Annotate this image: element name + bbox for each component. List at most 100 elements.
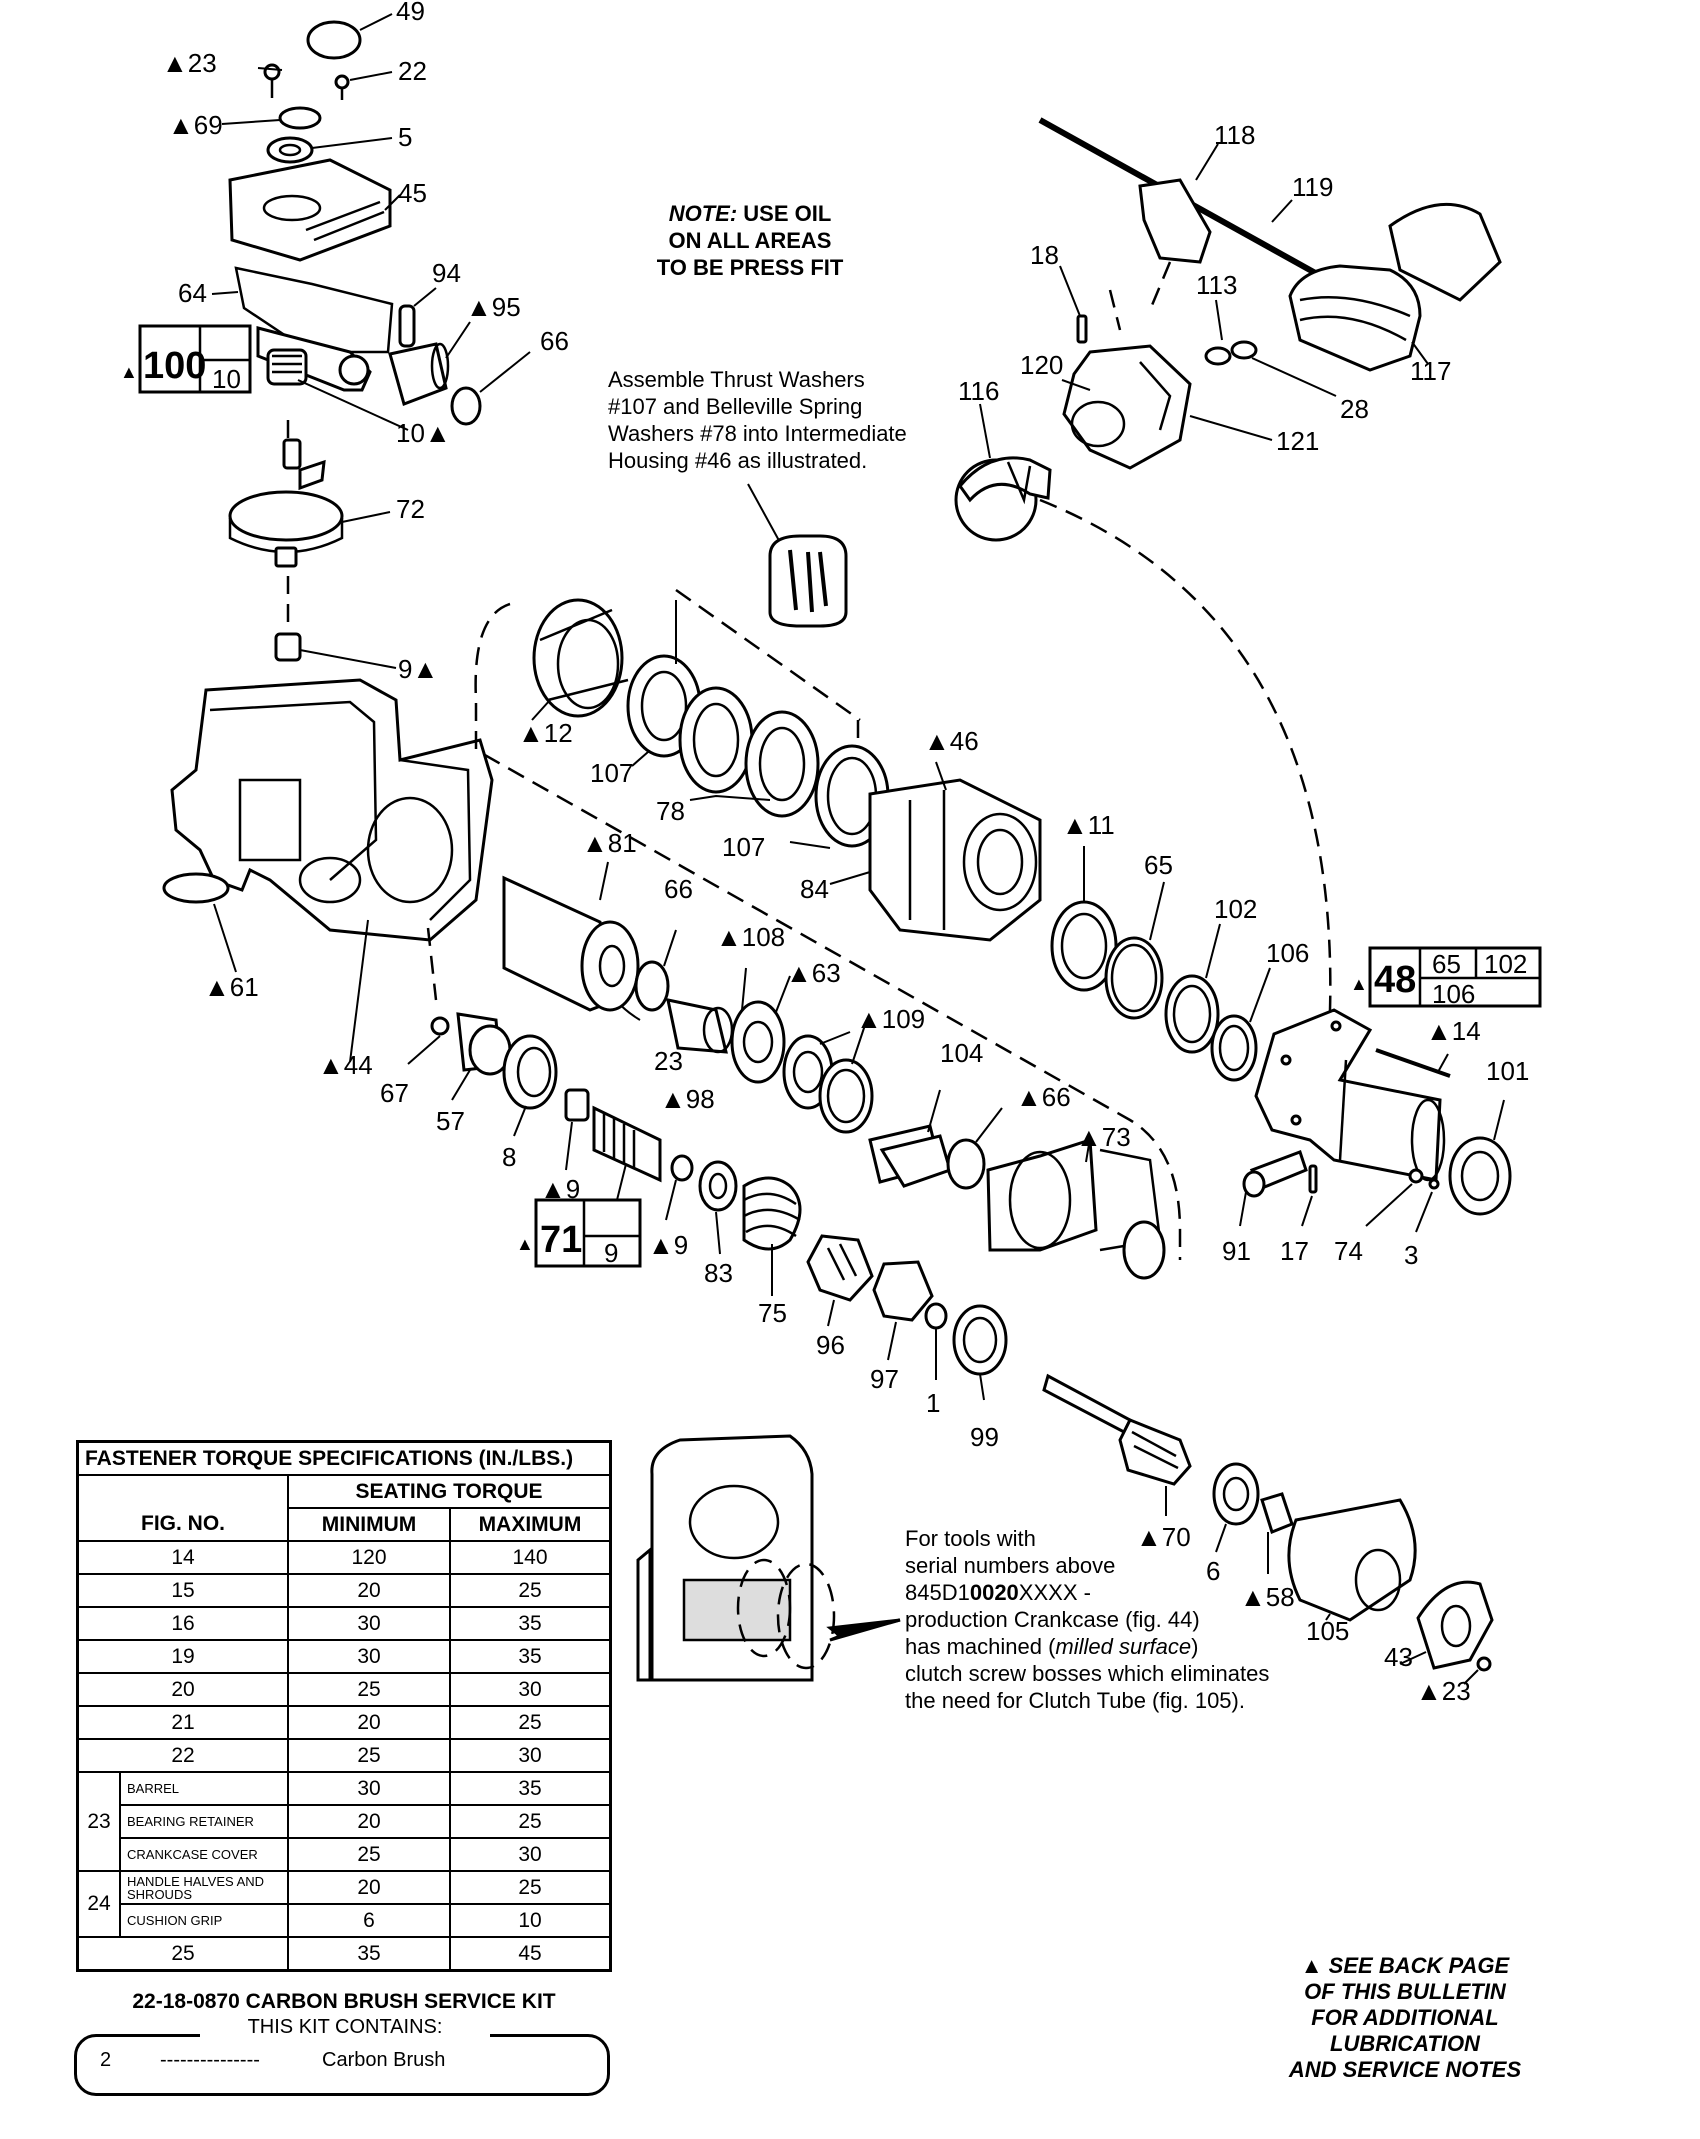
callout: 91: [1222, 1236, 1251, 1266]
col-maximum: MAXIMUM: [449, 1507, 612, 1542]
back-note-line: FOR ADDITIONAL: [1311, 2005, 1499, 2030]
serial-note-line: production Crankcase (fig. 44): [905, 1607, 1200, 1632]
callout: ▲11: [1062, 810, 1115, 840]
fastener-torque-table: FASTENER TORQUE SPECIFICATIONS (IN./LBS.…: [76, 1440, 612, 1972]
armature-group: [1042, 1373, 1494, 1685]
callout: 83: [704, 1258, 733, 1288]
callout: 8: [502, 1142, 516, 1172]
callout: ▲61: [204, 972, 259, 1002]
oil-note-em: NOTE:: [668, 201, 738, 226]
kit-box-71: ▲ 71 9: [516, 1198, 642, 1268]
callout: 119: [1292, 172, 1333, 202]
back-note-line: OF THIS BULLETIN: [1304, 1979, 1506, 2004]
kit-sub: 102: [1484, 949, 1527, 979]
oil-note: NOTE: USE OIL ON ALL AREAS TO BE PRESS F…: [600, 200, 900, 281]
svg-text:▲: ▲: [1350, 974, 1368, 994]
back-note-line: LUBRICATION: [1330, 2031, 1480, 2056]
callout: 96: [816, 1330, 845, 1360]
barrel-group: [502, 861, 1166, 1280]
callout: 104: [940, 1038, 983, 1068]
callout: 17: [1280, 1236, 1309, 1266]
callout: 10▲: [396, 418, 451, 448]
callout: 9▲: [398, 654, 438, 684]
callout: ▲108: [716, 922, 785, 952]
callout: 64: [178, 278, 207, 308]
service-kit-title: 22-18-0870 CARBON BRUSH SERVICE KIT: [132, 1990, 556, 2013]
lower-gear-group: [407, 1012, 1008, 1401]
callout: ▲73: [1076, 1122, 1131, 1152]
callout: ▲58: [1240, 1582, 1295, 1612]
callout: 117: [1410, 356, 1451, 386]
serial-number-note: For tools with serial numbers above 845D…: [905, 1525, 1305, 1714]
callout-labels: 49 ▲23 22 ▲69 5 45 64 94 ▲95 66 10▲ 72 9…: [162, 0, 1529, 1706]
kit-sub: 10: [212, 364, 241, 394]
serial-note-line: For tools with: [905, 1526, 1036, 1551]
thrust-washer-detail: [747, 483, 848, 628]
callout: ▲23: [162, 48, 217, 78]
callout: ▲46: [924, 726, 979, 756]
kit-dashes: ---------------: [160, 2049, 260, 2071]
callout: ▲9: [648, 1230, 688, 1260]
callout: 101: [1486, 1056, 1529, 1086]
serial-note-line: 845D10020XXXX -: [905, 1580, 1091, 1605]
callout: 57: [436, 1106, 465, 1136]
kit-number: 100: [143, 345, 206, 387]
callout: ▲23: [1416, 1676, 1471, 1706]
callout: 99: [970, 1422, 999, 1452]
callout: ▲81: [582, 828, 637, 858]
callout: 3: [1404, 1240, 1418, 1270]
callout: ▲14: [1426, 1016, 1481, 1046]
intermediate-group: [474, 588, 1271, 1260]
callout: 94: [432, 258, 461, 288]
kit-sub: 9: [604, 1238, 618, 1268]
callout: 102: [1214, 894, 1257, 924]
serial-note-line: the need for Clutch Tube (fig. 105).: [905, 1688, 1245, 1713]
back-page-note: ▲ SEE BACK PAGE OF THIS BULLETIN FOR ADD…: [1255, 1953, 1555, 2083]
thrust-note-line: Assemble Thrust Washers: [608, 367, 865, 392]
oil-note-l2: ON ALL AREAS: [668, 228, 832, 253]
callout: ▲109: [856, 1004, 925, 1034]
callout: 43: [1384, 1642, 1413, 1672]
callout: 105: [1306, 1616, 1349, 1646]
kit-quantity: 2: [100, 2049, 112, 2071]
oil-note-l3: TO BE PRESS FIT: [656, 255, 844, 280]
callout: 67: [380, 1078, 409, 1108]
svg-text:▲: ▲: [516, 1234, 534, 1254]
thrust-note-line: #107 and Belleville Spring: [608, 394, 863, 419]
kit-number: 48: [1374, 959, 1416, 1001]
callout: 66: [540, 326, 569, 356]
callout: ▲66: [1016, 1082, 1071, 1112]
callout: ▲44: [318, 1050, 373, 1080]
callout: 75: [758, 1298, 787, 1328]
side-handle-group: [954, 117, 1502, 1045]
gear-cover-group: [211, 13, 531, 669]
callout: 5: [398, 122, 412, 152]
kit-item: Carbon Brush: [322, 2049, 446, 2071]
serial-note-line: serial numbers above: [905, 1553, 1116, 1578]
callout: ▲95: [466, 292, 521, 322]
thrust-note-line: Housing #46 as illustrated.: [608, 448, 868, 473]
callout: 65: [1144, 850, 1173, 880]
callout: 66: [664, 874, 693, 904]
torque-table-title: FASTENER TORQUE SPECIFICATIONS (IN./LBS.…: [76, 1440, 612, 1476]
callout: ▲98: [660, 1084, 715, 1114]
oil-note-l1: USE OIL: [743, 201, 832, 226]
col-minimum: MINIMUM: [287, 1507, 451, 1542]
callout: 118: [1214, 120, 1255, 150]
serial-note-line: clutch screw bosses which eliminates: [905, 1661, 1270, 1686]
seating-torque-header: SEATING TORQUE: [287, 1474, 612, 1509]
back-note-line: ▲ SEE BACK PAGE: [1300, 1953, 1510, 1978]
serial-note-line: has machined (milled surface): [905, 1634, 1199, 1659]
